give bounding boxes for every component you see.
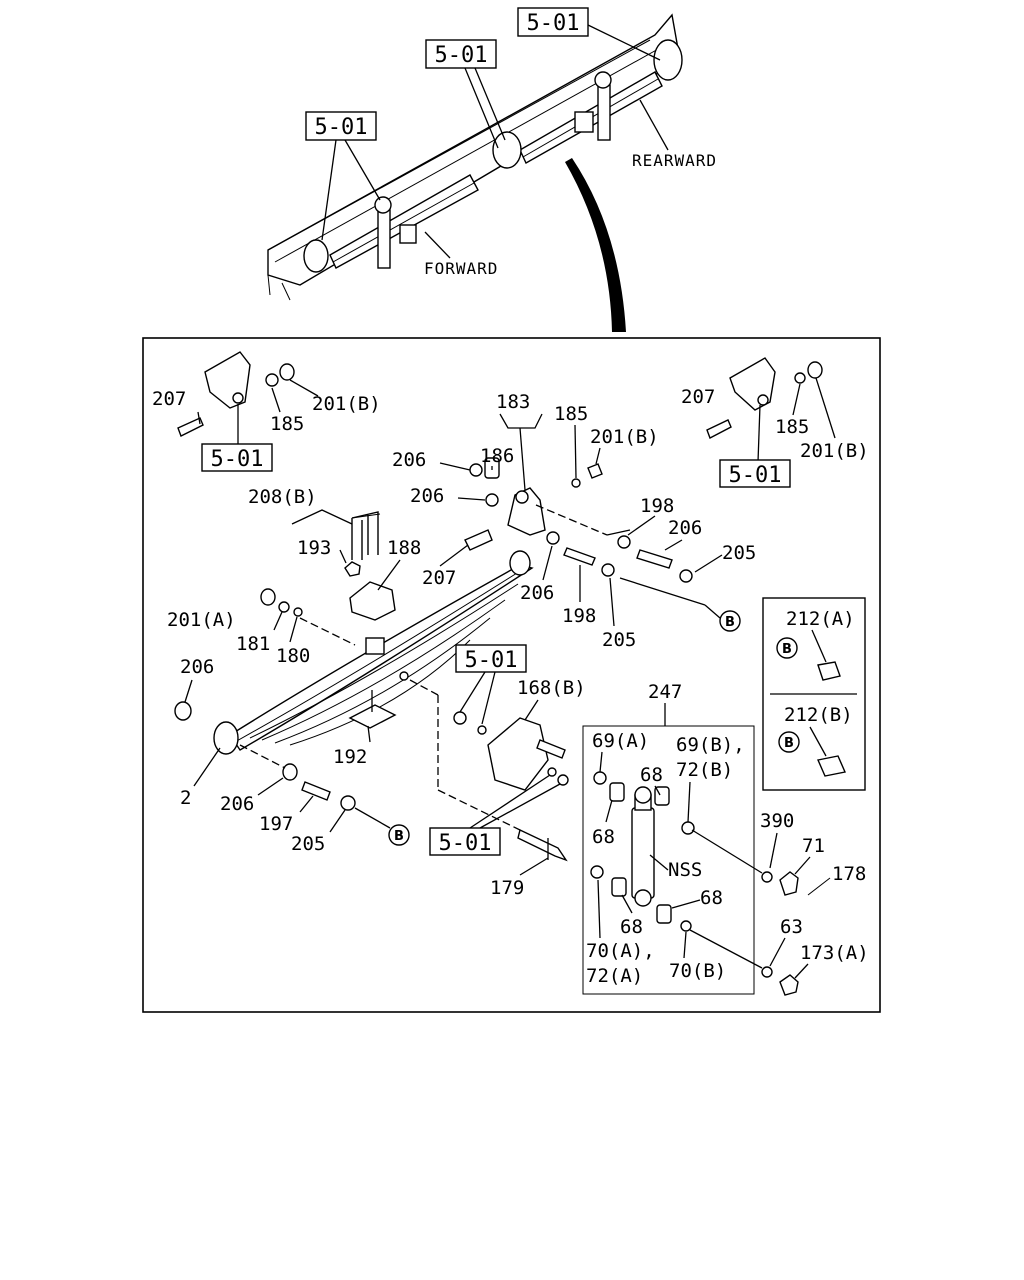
part-label: 205 [722,542,756,564]
part-label: 183 [496,391,530,413]
part-label: 207 [422,567,456,589]
detail-parts [174,351,866,996]
ref-box-stud: 5-01 [429,827,501,856]
svg-text:5-01: 5-01 [211,447,264,472]
ref-box-frame-top: 5-01 [517,7,589,37]
part-label: 71 [802,835,825,857]
part-label: 185 [775,416,809,438]
part-label: 72(A) [586,965,643,987]
svg-text:B: B [784,736,794,751]
part-label: 207 [681,386,715,408]
circle-b-inset-a: B [776,637,798,659]
part-label: 69(A) [592,730,649,752]
part-label: 173(A) [800,942,869,964]
part-label: 68 [700,887,723,909]
part-label: 70(B) [669,960,726,982]
part-label: 181 [236,633,270,655]
ref-label: 5-01 [435,43,488,68]
part-label: 68 [620,916,643,938]
part-label: 390 [760,810,794,832]
part-label: 192 [333,746,367,768]
circle-b-inset-b: B [778,731,800,753]
part-label: 206 [180,656,214,678]
part-label: 70(A), [586,940,655,962]
ref-box-front-bracket: 5-01 [201,443,273,472]
svg-text:B: B [394,829,404,844]
part-label: 197 [259,813,293,835]
direction-rearward-label: REARWARD [632,151,717,170]
part-label: 72(B) [676,759,733,781]
svg-text:5-01: 5-01 [439,831,492,856]
frame-overview: 5-01 5-01 5-01 REARWARD FORWARD [267,7,717,332]
part-label: 168(B) [517,677,586,699]
ref-box-rear-bracket: 5-01 [719,459,791,488]
ref-box-axle-bracket: 5-01 [455,644,527,673]
part-label: 68 [592,826,615,848]
part-labels: 207 185 201(B) 207 185 201(B) 183 185 20… [152,377,869,995]
ref-box-frame-middle: 5-01 [425,39,497,69]
circle-b-top: B [719,610,741,632]
part-label: 201(B) [590,426,659,448]
part-label: 207 [152,388,186,410]
part-label: 201(B) [312,393,381,415]
svg-text:5-01: 5-01 [465,648,518,673]
part-label: 69(B), [676,734,745,756]
part-label: 63 [780,916,803,938]
svg-text:B: B [725,615,735,630]
part-label: 185 [554,403,588,425]
part-label: 247 [648,681,682,703]
circle-b-bottom: B [388,824,410,846]
ref-box-frame-left: 5-01 [305,111,377,141]
ref-label: 5-01 [315,115,368,140]
part-label: 208(B) [248,486,317,508]
part-label: 68 [640,764,663,786]
part-label: NSS [668,859,702,881]
part-label: 2 [180,787,191,809]
detail-ref-boxes: 5-01 5-01 5-01 5-01 [201,443,791,856]
inset-label: 212(A) [786,608,855,630]
part-label: 178 [832,863,866,885]
part-label: 206 [220,793,254,815]
part-label: 201(A) [167,609,236,631]
part-label: 186 [480,445,514,467]
part-label: 180 [276,645,310,667]
part-label: 193 [297,537,331,559]
svg-text:B: B [782,642,792,657]
circle-b-markers: B B B B [354,577,800,846]
part-label: 198 [640,495,674,517]
part-label: 188 [387,537,421,559]
part-label: 206 [520,582,554,604]
part-label: 206 [668,517,702,539]
inset-label: 212(B) [784,704,853,726]
part-label: 205 [291,833,325,855]
part-label: 205 [602,629,636,651]
part-label: 201(B) [800,440,869,462]
part-label: 198 [562,605,596,627]
direction-forward-label: FORWARD [424,259,498,278]
svg-text:5-01: 5-01 [729,463,782,488]
part-label: 179 [490,877,524,899]
detail-frame [142,337,881,1013]
part-label: 206 [392,449,426,471]
part-label: 185 [270,413,304,435]
ref-label: 5-01 [527,11,580,36]
part-label: 206 [410,485,444,507]
